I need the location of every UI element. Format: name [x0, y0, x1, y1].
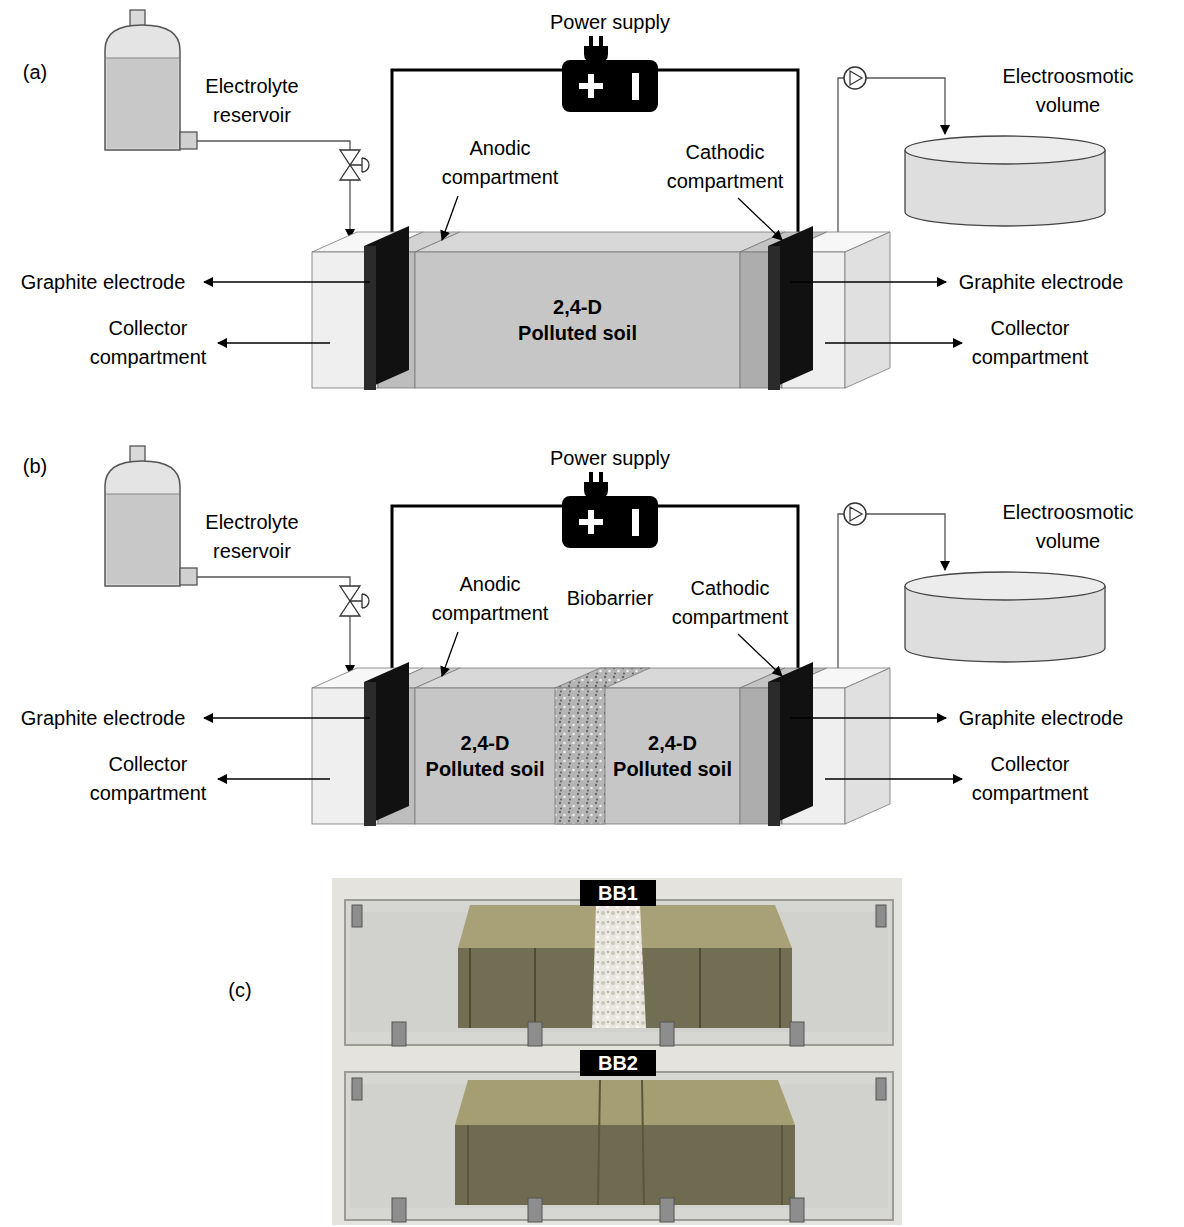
- label-text: Collector compartment: [83, 750, 213, 808]
- label-text: (b): [10, 452, 60, 481]
- label-text: Anodic compartment: [435, 134, 565, 192]
- node-text: 2,4-D Polluted soil: [420, 730, 550, 782]
- soil-region: 2,4-D Polluted soil: [415, 692, 555, 820]
- label-text: Graphite electrode: [3, 704, 203, 733]
- label-text: Collector compartment: [965, 314, 1095, 372]
- photo-tag: BB1: [580, 880, 656, 906]
- label-text: Graphite electrode: [941, 268, 1141, 297]
- label-text: Electrolyte reservoir: [192, 508, 312, 566]
- label-text: Electroosmotic volume: [993, 62, 1143, 120]
- node-text: BB1: [598, 881, 638, 905]
- label-text: Collector compartment: [965, 750, 1095, 808]
- label-text: Anodic compartment: [425, 570, 555, 628]
- label-text: Electrolyte reservoir: [192, 72, 312, 130]
- label-text: Power supply: [530, 444, 690, 473]
- label-text: Biobarrier: [555, 584, 665, 613]
- label-text: Electroosmotic volume: [993, 498, 1143, 556]
- label-text: (c): [215, 976, 265, 1005]
- label-text: Cathodic compartment: [665, 574, 795, 632]
- soil-region: 2,4-D Polluted soil: [605, 692, 740, 820]
- soil-region: 2,4-D Polluted soil: [415, 256, 740, 384]
- label-text: Graphite electrode: [3, 268, 203, 297]
- cell-setup-a: [105, 10, 1105, 390]
- label-text: Collector compartment: [83, 314, 213, 372]
- photo: [332, 878, 902, 1225]
- node-text: 2,4-D Polluted soil: [608, 730, 738, 782]
- label-text: (a): [10, 58, 60, 87]
- label-text: Cathodic compartment: [660, 138, 790, 196]
- cell-setup-b: [105, 446, 1105, 826]
- node-text: 2,4-D Polluted soil: [513, 294, 643, 346]
- photo-tag: BB2: [580, 1050, 656, 1076]
- label-text: Power supply: [530, 8, 690, 37]
- node-text: BB2: [598, 1051, 638, 1075]
- biobarrier: [555, 668, 650, 824]
- label-text: Graphite electrode: [941, 704, 1141, 733]
